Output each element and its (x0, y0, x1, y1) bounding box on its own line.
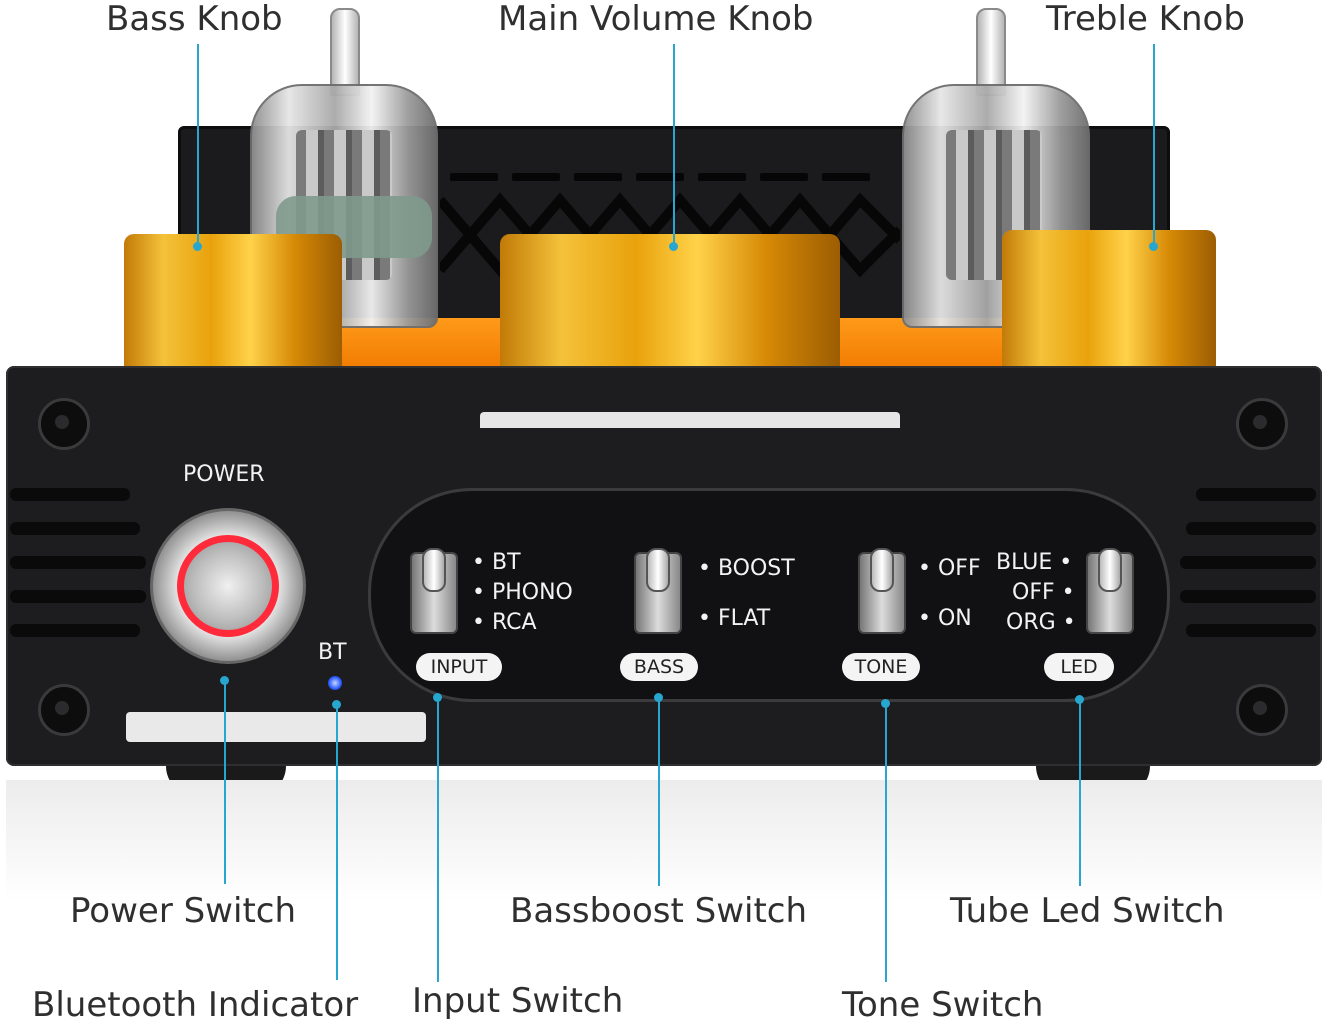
left-grill-slot (10, 488, 130, 501)
tone-switch-leader (885, 704, 887, 982)
tone-switch-label: Tone Switch (842, 985, 1044, 1025)
bass-knob-leader (197, 44, 199, 246)
bt-indicator-leader (336, 704, 338, 980)
model-label-obscured (126, 712, 426, 742)
input-option-rca: • RCA (472, 610, 537, 635)
brand-logo-mask (470, 428, 910, 446)
bt-indicator-dot (332, 700, 341, 709)
bass-toggle-lever[interactable] (646, 548, 670, 592)
left-grill-slot (10, 522, 140, 535)
screw-icon (1236, 684, 1288, 736)
volume-knob-dot (669, 242, 678, 251)
right-grill-slot (1186, 624, 1316, 637)
bass-option-flat: • FLAT (698, 606, 771, 631)
input-option-bt: • BT (472, 550, 521, 575)
left-tube-tip (330, 8, 360, 96)
bassboost-switch-dot (654, 693, 663, 702)
bass-option-boost: • BOOST (698, 556, 795, 581)
bass-knob[interactable] (124, 234, 342, 370)
treble-knob-leader (1153, 44, 1155, 246)
input-pill: INPUT (416, 653, 502, 681)
tone-switch-dot (881, 699, 890, 708)
tube-led-switch-dot (1075, 695, 1084, 704)
right-tube-tip (976, 8, 1006, 96)
treble-knob[interactable] (1002, 230, 1216, 370)
power-switch-label: Power Switch (70, 891, 297, 931)
bt-indicator-label: BT (318, 640, 347, 665)
bass-knob-dot (193, 242, 202, 251)
screw-icon (38, 398, 90, 450)
left-grill-slot (10, 556, 146, 569)
bt-led-icon (328, 676, 342, 690)
right-grill-slot (1180, 590, 1316, 603)
treble-knob-label: Treble Knob (1046, 0, 1245, 39)
power-label: POWER (183, 462, 265, 487)
led-option-org: ORG • (1006, 610, 1076, 635)
input-switch-dot (433, 693, 442, 702)
volume-knob-leader (673, 44, 675, 246)
input-switch-label: Input Switch (412, 981, 624, 1021)
right-grill-slot (1196, 488, 1316, 501)
left-grill-slot (10, 624, 140, 637)
led-toggle-lever[interactable] (1098, 548, 1122, 592)
input-toggle-lever[interactable] (422, 548, 446, 592)
tone-option-on: • ON (918, 606, 972, 631)
tone-toggle-lever[interactable] (870, 548, 894, 592)
left-grill-slot (10, 590, 146, 603)
led-option-off: OFF • (1012, 580, 1075, 605)
main-volume-knob-label: Main Volume Knob (498, 0, 814, 39)
led-option-blue: BLUE • (996, 550, 1073, 575)
right-grill-slot (1186, 522, 1316, 535)
power-ring-led[interactable] (177, 535, 279, 637)
bassboost-switch-leader (658, 698, 660, 886)
chassis-vents (450, 166, 890, 182)
power-switch-leader (224, 680, 226, 884)
screw-icon (1236, 398, 1288, 450)
bass-knob-label: Bass Knob (106, 0, 283, 39)
screw-icon (38, 684, 90, 736)
input-switch-leader (437, 698, 439, 982)
main-volume-knob[interactable] (500, 234, 840, 370)
bluetooth-indicator-label: Bluetooth Indicator (32, 985, 359, 1025)
power-switch-dot (220, 676, 229, 685)
bass-pill: BASS (620, 653, 698, 681)
right-grill-slot (1180, 556, 1316, 569)
floor-reflection (6, 780, 1322, 900)
bassboost-switch-label: Bassboost Switch (510, 891, 808, 931)
tone-pill: TONE (842, 653, 920, 681)
input-option-phono: • PHONO (472, 580, 573, 605)
treble-knob-dot (1149, 242, 1158, 251)
tube-led-switch-leader (1079, 700, 1081, 886)
tone-option-off: • OFF (918, 556, 981, 581)
tube-led-switch-label: Tube Led Switch (950, 891, 1225, 931)
led-pill: LED (1044, 653, 1114, 681)
